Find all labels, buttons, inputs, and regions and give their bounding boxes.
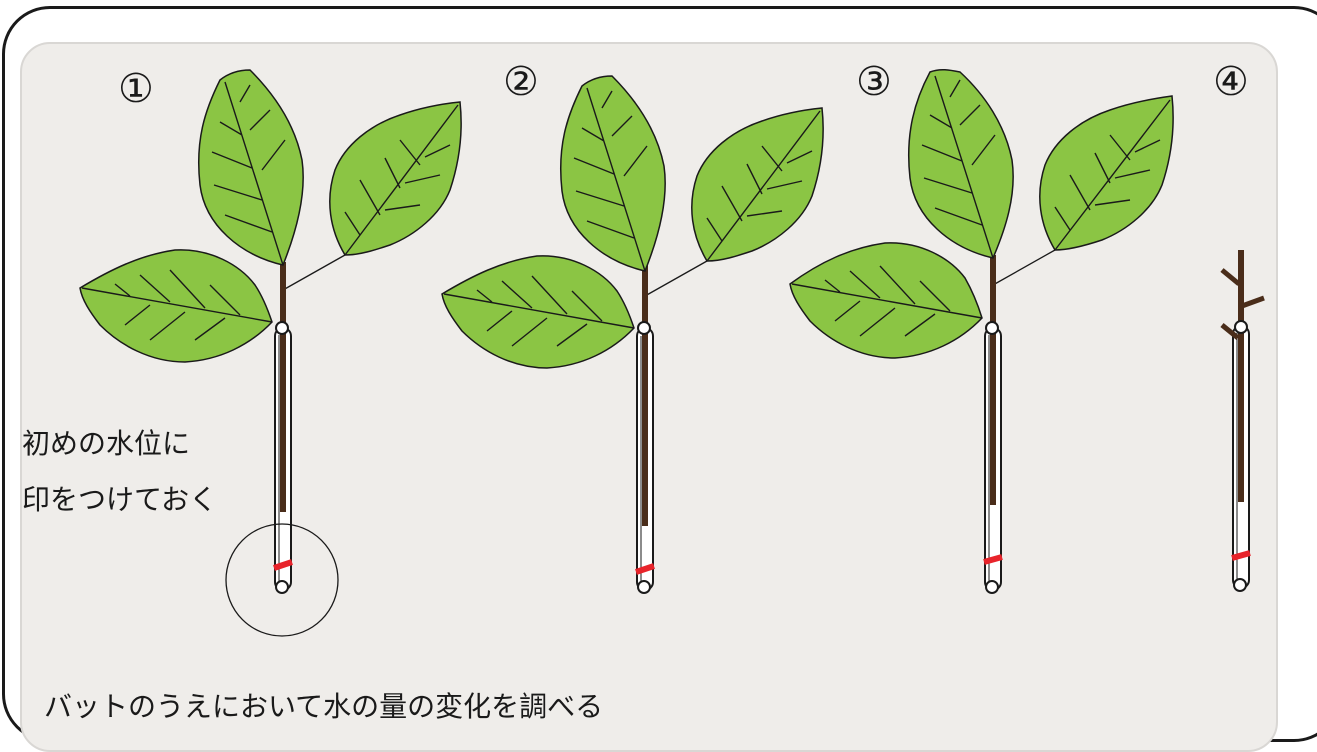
step-number-3: ③ <box>856 59 892 105</box>
water-level-mark <box>1231 550 1251 561</box>
stem <box>990 255 996 505</box>
step-number-4: ④ <box>1213 59 1249 105</box>
stem <box>280 262 286 512</box>
water-level-mark <box>273 559 293 571</box>
water-level-mark <box>983 554 1003 565</box>
stem <box>642 264 648 526</box>
leaf <box>1039 95 1174 251</box>
step-number-1: ① <box>118 66 154 112</box>
caption: バットのうえにおいて水の量の変化を調べる <box>44 690 604 723</box>
plant-2 <box>441 75 824 594</box>
plant-4-leafless-twig-icon <box>1220 250 1265 592</box>
water-level-mark <box>635 563 655 575</box>
plant-1 <box>79 69 462 637</box>
stem <box>1238 250 1244 502</box>
leaf <box>79 249 273 363</box>
leaf <box>441 255 635 369</box>
annotation-line-2: 印をつけておく <box>22 483 218 516</box>
leaf <box>907 68 1014 259</box>
annotation-line-1: 初めの水位に <box>22 427 191 460</box>
plant-3 <box>789 68 1174 594</box>
step-number-2: ② <box>503 59 539 105</box>
highlight-circle <box>225 523 339 637</box>
